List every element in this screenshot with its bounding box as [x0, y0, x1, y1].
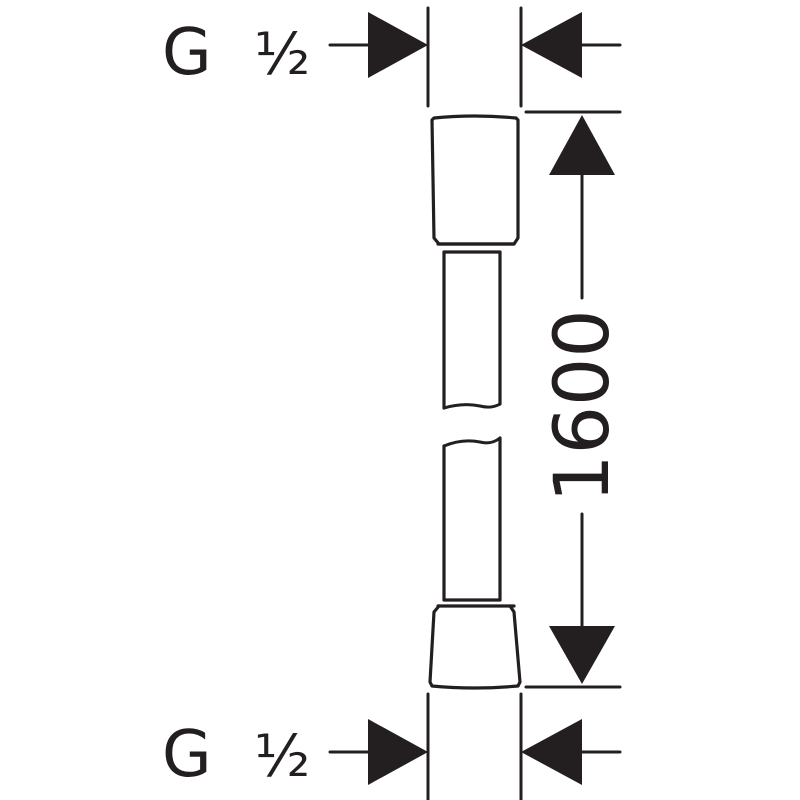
- top-fitting: [430, 114, 520, 246]
- length-arrow-up: [549, 115, 615, 175]
- upper-hose-segment: [442, 250, 502, 410]
- upper-break-line: [442, 402, 502, 410]
- bottom-fitting: [428, 604, 522, 690]
- top-thread-letter: G: [162, 16, 212, 90]
- bottom-arrow-right: [368, 719, 428, 785]
- lower-break-line: [442, 436, 502, 448]
- length-arrow-down: [549, 626, 615, 684]
- lower-hose-segment: [442, 436, 502, 602]
- length-value: 1600: [537, 309, 626, 502]
- top-thread-size: ½: [254, 20, 310, 88]
- top-arrow-right: [368, 12, 428, 78]
- top-arrow-left: [521, 12, 582, 78]
- bottom-thread-size: ½: [254, 722, 310, 790]
- bottom-thread-letter: G: [162, 718, 212, 792]
- bottom-arrow-left: [521, 719, 582, 785]
